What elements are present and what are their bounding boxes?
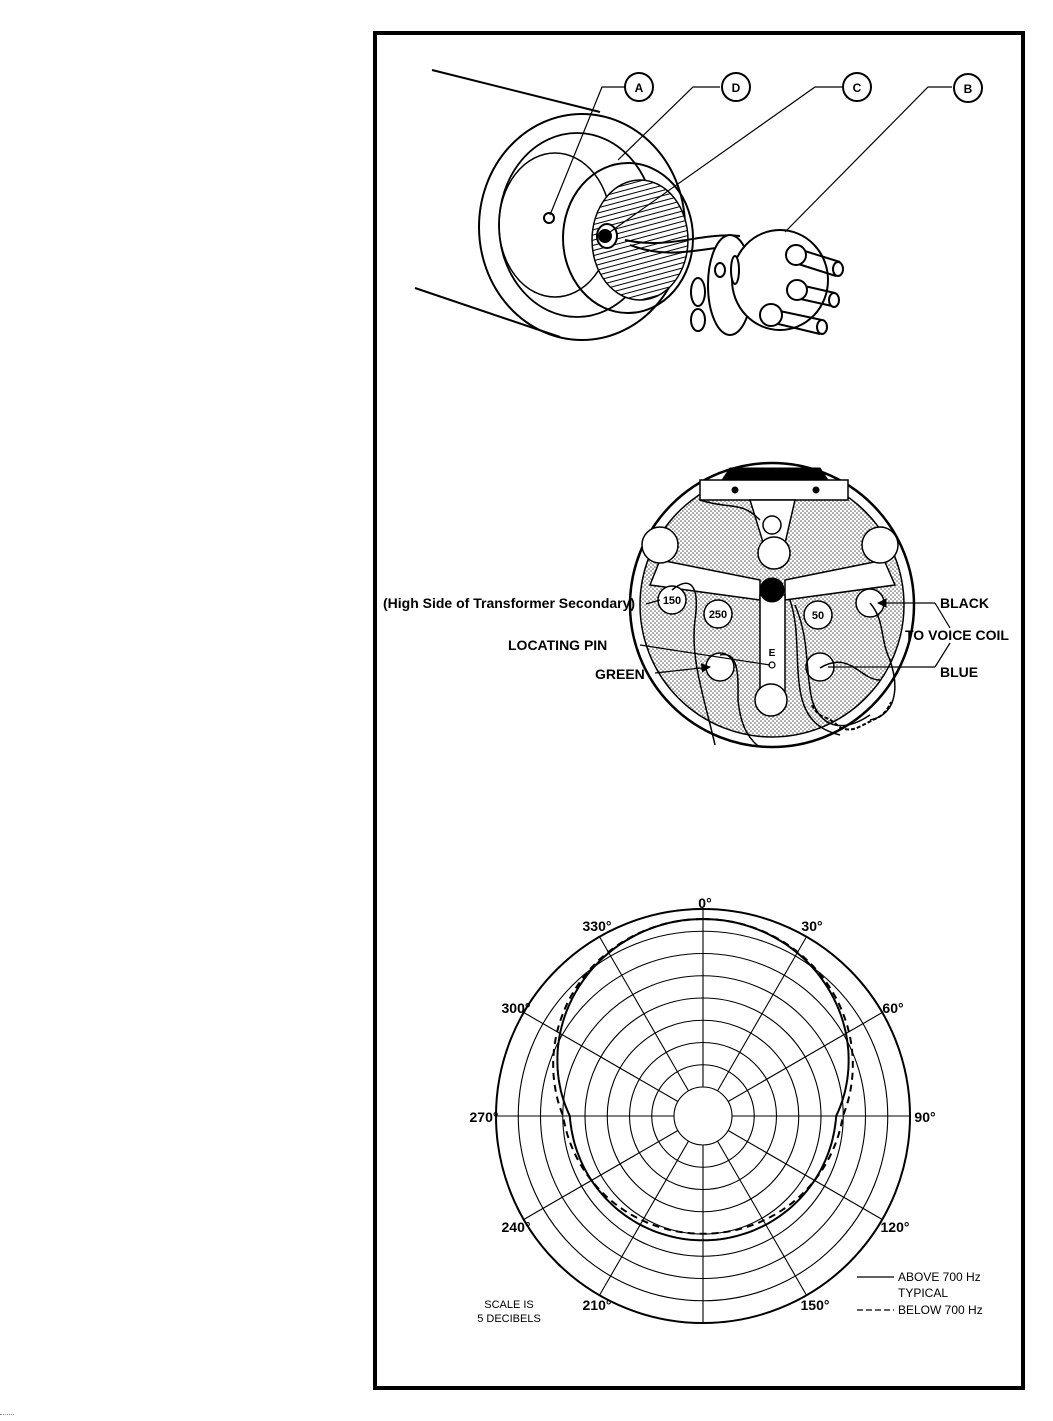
angle-330: 330° [583,918,612,934]
polar-spoke [728,1131,882,1220]
callout-c-text: C [853,81,862,95]
angle-0: 0° [698,895,711,911]
scale-line-2: 5 DECIBELS [477,1313,541,1325]
legend-typical: TYPICAL [898,1286,948,1300]
cartridge-diagram [415,70,952,340]
to-voice-coil-label: TO VOICE COIL [905,627,1009,643]
polar-spoke [524,1013,678,1102]
polar-spoke [718,1141,807,1295]
polar-spoke [600,1141,689,1295]
angle-60: 60° [882,1000,903,1016]
angle-240: 240° [502,1219,531,1235]
callout-d-text: D [732,81,741,95]
angle-300: 300° [502,1000,531,1016]
polar-spoke [728,1013,882,1102]
high-side-label: (High Side of Transformer Secondary) [383,595,635,611]
polar-ring [674,1087,732,1145]
tap-150-label: 150 [663,595,681,607]
angle-90: 90° [914,1109,935,1125]
black-label: BLACK [940,595,989,611]
tap-50-label: 50 [812,610,824,622]
tap-250-label: 250 [709,609,727,621]
polar-spoke [524,1131,678,1220]
angle-30: 30° [801,918,822,934]
legend-above: ABOVE 700 Hz [898,1270,981,1284]
legend-below: BELOW 700 Hz [898,1303,983,1317]
page-edge-mark [0,1414,14,1415]
polar-spoke [600,937,689,1091]
blue-label: BLUE [940,664,978,680]
angle-120: 120° [881,1219,910,1235]
pin-e-label: E [769,648,776,659]
polar-spoke [718,937,807,1091]
angle-210: 210° [583,1297,612,1313]
green-label: GREEN [595,666,645,682]
angle-270: 270° [470,1109,499,1125]
angle-150: 150° [801,1297,830,1313]
callout-a-text: A [635,81,644,95]
callout-b-text: B [964,82,973,96]
locating-pin-label: LOCATING PIN [508,637,607,653]
polar-pattern [496,909,910,1323]
scale-line-1: SCALE IS [484,1299,534,1311]
polar-labels: 0° 30° 60° 90° 120° 150° 210° 240° 270° … [470,895,983,1325]
